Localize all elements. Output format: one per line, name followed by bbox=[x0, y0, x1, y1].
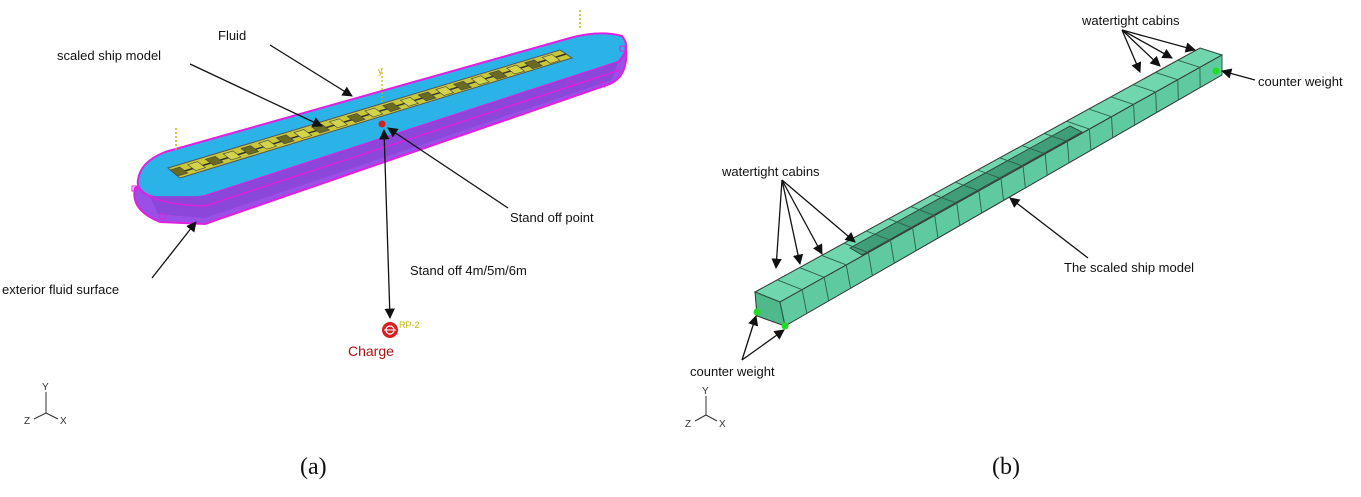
deck-cell bbox=[204, 155, 224, 166]
arrow-stand-off-point bbox=[387, 127, 509, 209]
label-watertight-cabins-top: watertight cabins bbox=[1081, 13, 1180, 28]
deck-cell bbox=[417, 91, 437, 102]
deck-cell bbox=[240, 145, 260, 155]
svg-text:Y: Y bbox=[42, 382, 49, 393]
label-scaled-ship-model: scaled ship model bbox=[57, 48, 161, 63]
cabin-bulkhead bbox=[999, 157, 1026, 188]
deck-cell bbox=[328, 118, 348, 129]
charge-marker bbox=[382, 322, 398, 338]
panel-b: watertight cabins watertight cabins coun… bbox=[685, 13, 1343, 480]
label-exterior-fluid-surface: exterior fluid surface bbox=[2, 282, 119, 297]
label-stand-off-point: Stand off point bbox=[510, 210, 594, 225]
svg-text:X: X bbox=[719, 419, 726, 430]
cabin-bulkhead bbox=[1088, 108, 1114, 138]
deck-cell bbox=[364, 107, 384, 118]
deck-cell bbox=[399, 96, 419, 107]
cabin-bulkhead bbox=[843, 242, 873, 276]
deck-cell bbox=[541, 54, 561, 64]
label-scaled-ship-model-b: The scaled ship model bbox=[1064, 260, 1194, 275]
svg-text:Z: Z bbox=[24, 416, 30, 427]
deck-cell bbox=[222, 150, 242, 161]
deck-cell bbox=[470, 75, 490, 86]
cabin-bulkhead bbox=[888, 218, 917, 251]
panel-a: y RP-2 Fluid scaled ship model Stand off… bbox=[2, 10, 628, 480]
caption-b: (b) bbox=[992, 454, 1020, 480]
cabin-bulkhead bbox=[910, 206, 939, 239]
arrow-counter-weight-right bbox=[1220, 68, 1256, 81]
cabin-bulkhead bbox=[1155, 71, 1179, 101]
arrow-fluid bbox=[269, 44, 353, 97]
cabin-bulkhead bbox=[1021, 145, 1048, 176]
label-counter-weight-right: counter weight bbox=[1258, 74, 1343, 89]
arrow-exterior-fluid-surface bbox=[151, 221, 197, 279]
cabin-bulkhead bbox=[821, 254, 851, 289]
deck-cell bbox=[435, 86, 455, 96]
deck-cell bbox=[506, 64, 526, 75]
deck-cell bbox=[346, 113, 366, 123]
arrows-counter-weight-left bbox=[741, 315, 785, 361]
scaled-ship-model-b bbox=[753, 47, 1224, 327]
deck-cell bbox=[523, 59, 543, 70]
svg-text:Y: Y bbox=[702, 386, 709, 397]
arrow-stand-off-distance bbox=[379, 128, 395, 320]
caption-a: (a) bbox=[300, 454, 327, 480]
deck-cell bbox=[169, 166, 189, 177]
cabin-bulkhead bbox=[1199, 47, 1223, 75]
arrow-scaled-ship-model bbox=[189, 63, 323, 127]
label-stand-off-distance: Stand off 4m/5m/6m bbox=[410, 263, 527, 278]
cabin-bulkhead bbox=[1066, 120, 1092, 151]
deck-cell bbox=[275, 134, 295, 145]
deck-cell bbox=[257, 139, 278, 150]
cabin-bulkhead bbox=[955, 181, 983, 214]
deck-cell bbox=[187, 161, 207, 171]
cabin-bulkhead bbox=[1133, 84, 1157, 113]
label-watertight-cabins-left: watertight cabins bbox=[721, 164, 820, 179]
deck-cell bbox=[488, 70, 508, 80]
cabin-bulkhead bbox=[754, 291, 786, 327]
cabin-bulkhead bbox=[866, 230, 895, 264]
label-fluid: Fluid bbox=[218, 28, 246, 43]
counter-weight-marker-left-1 bbox=[753, 308, 761, 316]
axis-triad-b: Y X Z bbox=[685, 386, 726, 430]
cabin-bulkhead bbox=[1044, 132, 1070, 163]
cabin-bulkhead bbox=[977, 169, 1004, 201]
label-counter-weight-left: counter weight bbox=[690, 364, 775, 379]
label-charge: Charge bbox=[348, 343, 394, 359]
svg-text:y: y bbox=[378, 66, 383, 76]
cabin-bulkhead bbox=[1177, 59, 1201, 88]
axis-triad-a: Y X Z bbox=[24, 382, 67, 427]
deck-cell bbox=[293, 129, 313, 139]
charge-tag: RP-2 bbox=[399, 320, 420, 330]
cabin-bulkhead bbox=[777, 279, 808, 314]
svg-text:Z: Z bbox=[685, 419, 691, 430]
svg-text:X: X bbox=[60, 416, 67, 427]
deck-cell bbox=[452, 80, 473, 91]
counter-weight-marker-right bbox=[1212, 67, 1220, 75]
arrows-watertight-cabins-top bbox=[1121, 29, 1197, 73]
cabin-bulkhead bbox=[799, 267, 830, 301]
stand-off-point-marker bbox=[378, 120, 386, 128]
counter-weight-marker-left-2 bbox=[781, 322, 789, 330]
arrow-scaled-ship-model-b bbox=[1009, 197, 1089, 259]
arrows-watertight-cabins-left bbox=[771, 179, 856, 270]
scaled-ship-model-a bbox=[166, 49, 574, 179]
cabin-bulkhead bbox=[1110, 96, 1136, 126]
cabin-bulkhead bbox=[932, 193, 961, 226]
deck-cell bbox=[382, 102, 402, 112]
